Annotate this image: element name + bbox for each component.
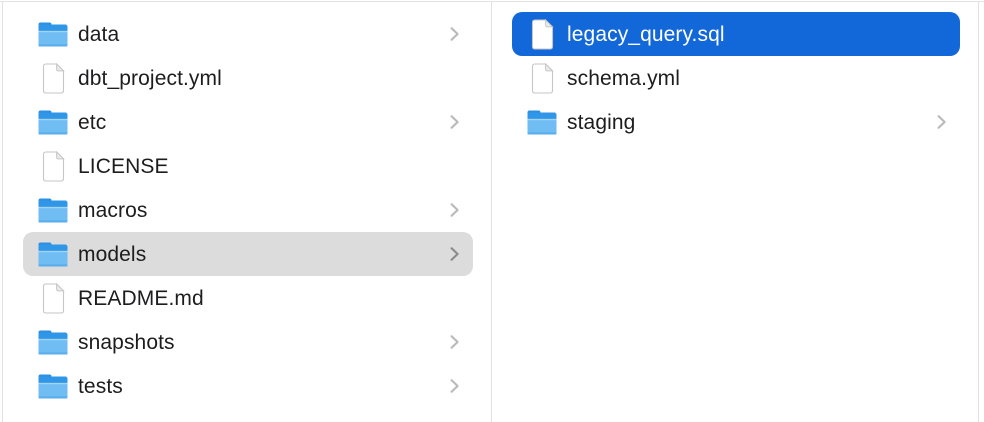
chevron-right-icon: [449, 113, 460, 131]
item-label: snapshots: [78, 330, 175, 354]
file-row[interactable]: legacy_query.sql: [512, 12, 960, 56]
document-icon: [526, 62, 558, 94]
folder-row[interactable]: data: [23, 12, 473, 56]
document-icon: [37, 62, 69, 94]
chevron-right-icon: [449, 333, 460, 351]
folder-row[interactable]: tests: [23, 364, 473, 408]
file-row[interactable]: dbt_project.yml: [23, 56, 473, 100]
item-label: staging: [567, 110, 636, 134]
left-edge-line: [2, 1, 3, 422]
folder-row[interactable]: staging: [512, 100, 960, 144]
chevron-right-icon: [449, 245, 460, 263]
item-label: schema.yml: [567, 66, 681, 90]
document-icon: [37, 282, 69, 314]
chevron-right-icon: [936, 113, 947, 131]
chevron-right-icon: [449, 201, 460, 219]
folder-icon: [526, 106, 558, 138]
folder-row[interactable]: models: [23, 232, 473, 276]
folder-icon: [37, 326, 69, 358]
document-icon: [526, 18, 558, 50]
column-resize-divider[interactable]: [978, 1, 979, 422]
folder-row[interactable]: snapshots: [23, 320, 473, 364]
folder-icon: [37, 194, 69, 226]
item-label: models: [78, 242, 147, 266]
document-icon: [37, 150, 69, 182]
item-label: LICENSE: [78, 154, 169, 178]
file-row[interactable]: README.md: [23, 276, 473, 320]
item-label: dbt_project.yml: [78, 66, 222, 90]
file-row[interactable]: schema.yml: [512, 56, 960, 100]
item-label: data: [78, 22, 120, 46]
chevron-right-icon: [449, 377, 460, 395]
item-label: tests: [78, 374, 123, 398]
column-resize-divider[interactable]: [491, 1, 492, 422]
top-edge-line: [0, 1, 984, 2]
folder-icon: [37, 106, 69, 138]
file-row[interactable]: LICENSE: [23, 144, 473, 188]
chevron-right-icon: [449, 25, 460, 43]
folder-icon: [37, 238, 69, 270]
item-label: etc: [78, 110, 107, 134]
finder-column-child: legacy_query.sql schema.yml staging: [492, 2, 978, 422]
folder-row[interactable]: etc: [23, 100, 473, 144]
folder-icon: [37, 370, 69, 402]
folder-icon: [37, 18, 69, 50]
item-label: legacy_query.sql: [567, 22, 725, 46]
item-label: macros: [78, 198, 148, 222]
item-label: README.md: [78, 286, 204, 310]
folder-row[interactable]: macros: [23, 188, 473, 232]
